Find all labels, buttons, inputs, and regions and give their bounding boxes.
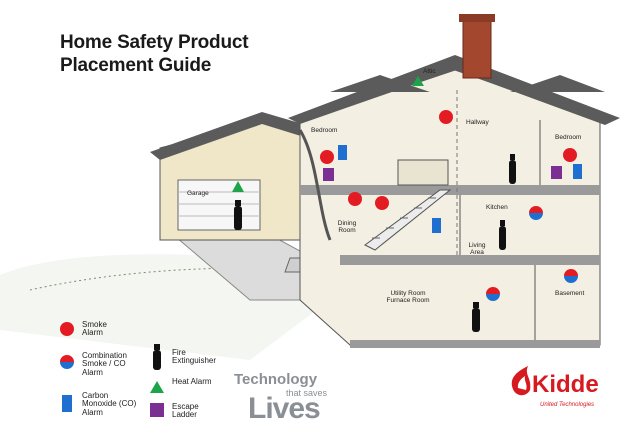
combo-alarm-basement	[564, 269, 578, 283]
room-label-basement: Basement	[555, 290, 585, 297]
left-gable	[330, 75, 430, 92]
combo-alarm-kitchen	[529, 206, 543, 220]
room-label-dining: Dining Room	[337, 220, 357, 234]
smoke-alarm-hallway	[439, 110, 453, 124]
smoke-alarm-bedroom-left	[320, 150, 334, 164]
fire-extinguisher-hallway	[509, 154, 516, 184]
heat-alarm-attic	[412, 76, 424, 86]
legend-label-smoke: Smoke Alarm	[82, 320, 107, 338]
room-label-attic: Attic	[423, 68, 436, 75]
room-label-bedroom-right: Bedroom	[555, 134, 582, 141]
chimney	[462, 17, 492, 79]
chimney-cap	[459, 14, 495, 22]
garage-roof	[150, 112, 340, 160]
fire-extinguisher-kitchen	[499, 220, 506, 250]
combo-alarm-utility	[486, 287, 500, 301]
legend-smoke-icon	[60, 322, 74, 336]
legend-ladder-icon	[150, 403, 164, 417]
page-title-line2: Placement Guide	[60, 55, 212, 76]
co-alarm-bedroom-left	[338, 145, 347, 160]
co-alarm-bedroom-right	[573, 164, 582, 179]
tagline-that-saves: that saves	[286, 388, 328, 398]
room-label-bedroom-left: Bedroom	[311, 127, 338, 134]
legend-co-icon	[62, 395, 72, 412]
room-label-living: Living Area	[468, 242, 486, 256]
smoke-alarm-stairs	[375, 196, 389, 210]
room-label-kitchen: Kitchen	[486, 204, 508, 211]
heat-alarm-garage	[232, 181, 244, 192]
grass-edge	[29, 267, 301, 291]
smoke-alarm-bedroom-right	[563, 148, 577, 162]
room-label-hallway: Hallway	[466, 119, 489, 126]
garage-door	[177, 179, 261, 231]
legend-label-heat: Heat Alarm	[172, 377, 212, 386]
kidde-logo-icon	[511, 366, 531, 396]
first-floor-slab	[340, 255, 600, 265]
main-roof	[288, 55, 620, 125]
legend-heat-icon	[150, 381, 164, 393]
legend-label-co: Carbon Monoxide (CO) Alarm	[82, 391, 137, 417]
house-body	[299, 69, 601, 346]
legend-extinguisher-icon	[153, 344, 161, 370]
page-title-line1: Home Safety Product	[60, 32, 249, 53]
right-gable	[510, 75, 605, 92]
fire-extinguisher-basement	[472, 302, 480, 332]
brand-subtitle: United Technologies	[540, 402, 595, 408]
legend-label-combo: Combination Smoke / CO Alarm	[82, 351, 127, 377]
escape-ladder-bedroom-left	[323, 168, 334, 181]
basement-floor-slab	[350, 340, 600, 348]
escape-ladder-bedroom-right	[551, 166, 562, 179]
front-wall-edge	[298, 129, 332, 241]
landing-railing	[397, 159, 449, 186]
legend-label-extinguisher: Fire Extinguisher	[172, 348, 217, 366]
room-label-utility: Utility Room Furnace Room	[386, 290, 430, 304]
smoke-alarm-dining	[348, 192, 362, 206]
tagline-technology: Technology	[234, 371, 318, 388]
room-label-garage: Garage	[187, 190, 209, 197]
fire-extinguisher-garage	[234, 200, 242, 230]
brand-name: Kidde	[532, 371, 599, 398]
legend-label-ladder: Escape Ladder	[172, 402, 199, 420]
tagline-lives: Lives	[248, 392, 321, 425]
legend-combo-icon	[60, 355, 74, 369]
co-alarm-living	[432, 218, 441, 233]
